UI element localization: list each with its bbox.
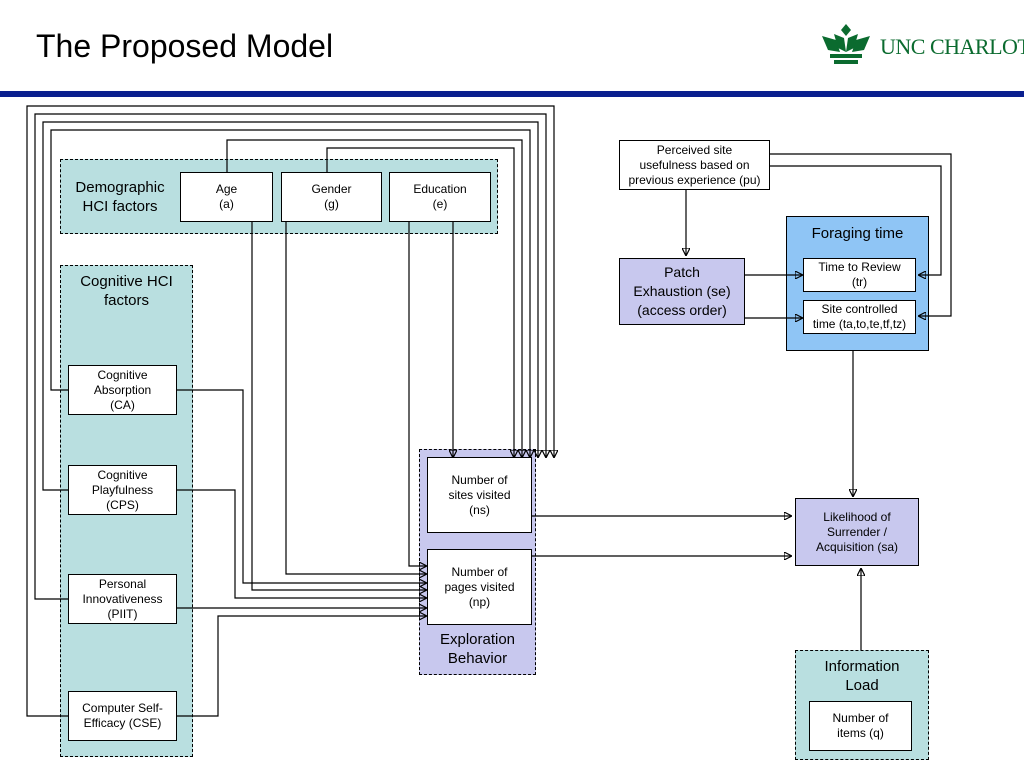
title-rule <box>0 91 1024 97</box>
number-of-items-node: Number of items (q) <box>809 701 912 751</box>
cognitive-absorption-node: Cognitive Absorption (CA) <box>68 365 177 415</box>
computer-self-efficacy-node: Computer Self- Efficacy (CSE) <box>68 691 177 741</box>
cognitive-playfulness-node: Cognitive Playfulness (CPS) <box>68 465 177 515</box>
crown-icon <box>822 24 870 64</box>
surrender-acquisition-node: Likelihood of Surrender / Acquisition (s… <box>795 498 919 566</box>
education-node: Education (e) <box>389 172 491 222</box>
demographic-group-label: Demographic HCI factors <box>75 179 165 215</box>
foraging-group-label: Foraging time <box>811 225 904 242</box>
cognitive-group-label: Cognitive HCI factors <box>80 273 173 309</box>
pages-visited-node: Number of pages visited (np) <box>427 549 532 625</box>
gender-node: Gender (g) <box>281 172 382 222</box>
site-controlled-time-node: Site controlled time (ta,to,te,tf,tz) <box>803 300 916 334</box>
personal-innovativeness-node: Personal Innovativeness (PIIT) <box>68 574 177 624</box>
unc-charlotte-logo: UNC CHARLOTTE <box>818 22 1024 66</box>
patch-exhaustion-node: Patch Exhaustion (se) (access order) <box>619 258 745 325</box>
time-to-review-node: Time to Review (tr) <box>803 258 916 292</box>
perceived-usefulness-node: Perceived site usefulness based on previ… <box>619 140 770 190</box>
logo-text: UNC CHARLOTTE <box>880 34 1024 59</box>
exploration-group-label: Exploration Behavior <box>439 631 516 667</box>
sites-visited-node: Number of sites visited (ns) <box>427 457 532 533</box>
information-load-group-label: Information Load <box>824 658 900 694</box>
slide-title: The Proposed Model <box>36 28 334 64</box>
age-node: Age (a) <box>180 172 273 222</box>
